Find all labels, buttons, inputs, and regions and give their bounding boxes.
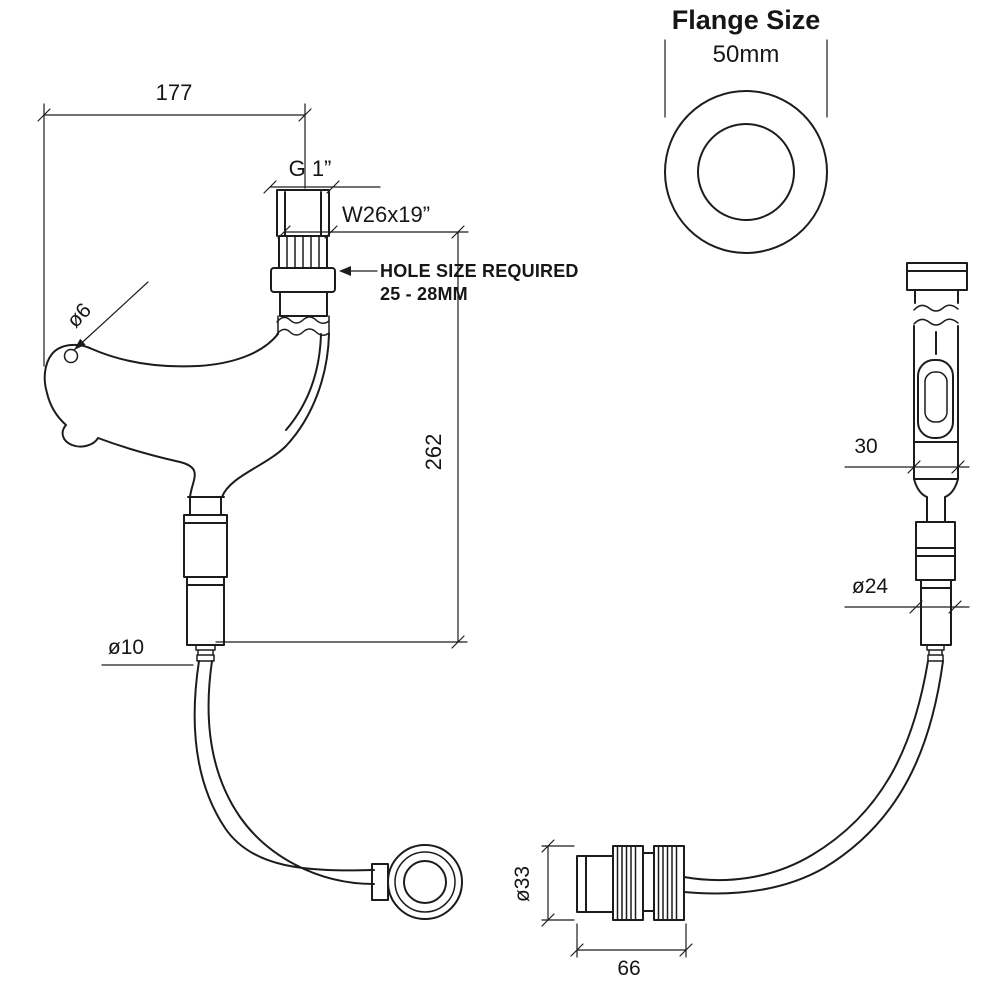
dim-hose-dia-label: ø10	[108, 636, 144, 659]
hose-barb-left	[195, 644, 216, 662]
hole-note-line1: HOLE SIZE REQUIRED	[380, 261, 579, 281]
flange-title: Flange Size	[672, 5, 821, 35]
flange-outer-circle	[664, 90, 828, 254]
push-button-outer	[917, 359, 954, 439]
hose-barb-right	[926, 644, 945, 662]
nozzle-hole-leader-line	[73, 281, 149, 351]
dim-body-width-lines	[844, 460, 970, 474]
flange-top-view: Flange Size 50mm	[664, 5, 828, 254]
valve-cap	[906, 262, 968, 304]
collar-neck	[279, 291, 328, 317]
dim-body-dia-lines	[844, 600, 970, 614]
valve-lower-body	[913, 478, 959, 646]
knurl-ring-2	[653, 845, 685, 921]
faucet-side-view	[43, 189, 463, 920]
dim-height-label: 262	[421, 434, 446, 471]
hose-connector-side-view	[576, 845, 685, 921]
dim-inlet-thread-label: G 1”	[289, 156, 332, 181]
break-wave	[276, 316, 330, 336]
hole-note-line2: 25 - 28MM	[380, 284, 468, 304]
nozzle-hole	[63, 348, 79, 364]
fitting-mid-circle	[394, 851, 456, 913]
dimensions-right: 30 ø24	[844, 435, 970, 614]
inlet-pipe	[276, 189, 330, 237]
collar	[270, 267, 336, 293]
knurl-ring-1-teeth	[616, 845, 637, 921]
dim-connector-dia-label: ø33	[511, 866, 534, 902]
dim-height-lines	[215, 225, 468, 649]
knurl-ring-1	[612, 845, 644, 921]
dim-connector-length-label: 66	[617, 957, 640, 980]
fitting-inner-circle	[403, 860, 447, 904]
dim-width-label: 177	[156, 80, 193, 105]
hole-note-arrowhead	[339, 266, 351, 276]
break-wave-right	[913, 304, 959, 326]
dimensions-left: 177 G 1” W26x19” HOLE SIZE REQUIRED 25 -…	[37, 80, 579, 666]
dim-collar-thread-label: W26x19”	[342, 202, 430, 227]
push-button-inner	[924, 371, 948, 423]
dim-width-lines	[37, 103, 312, 367]
flange-diameter-label: 50mm	[713, 41, 780, 68]
flange-inner-circle	[697, 123, 795, 221]
dim-collar-thread-lines	[277, 225, 469, 239]
dim-body-width-label: 30	[854, 435, 877, 458]
dimensions-connector: ø33 66	[511, 839, 693, 980]
dim-inlet-thread-lines	[263, 180, 381, 194]
dim-connector-length-lines	[570, 923, 693, 958]
mounting-shank	[183, 496, 228, 646]
break-stubs	[277, 315, 330, 335]
hose-fitting-front	[387, 844, 463, 920]
fitting-outer-circle	[387, 844, 463, 920]
hose-left	[193, 660, 375, 885]
nozzle-hole-label: ø6	[62, 299, 96, 333]
flange-extension-lines	[664, 39, 828, 118]
valve-front-view	[683, 262, 968, 895]
nozzle-hole-arrowhead	[74, 338, 86, 350]
knurl-ring-2-teeth	[657, 845, 678, 921]
hose-right	[683, 660, 944, 895]
thread-lines	[286, 236, 320, 268]
body-outline	[43, 333, 330, 498]
dim-connector-dia-lines	[541, 839, 575, 927]
valve-body	[913, 325, 959, 480]
dim-body-dia-label: ø24	[852, 575, 889, 598]
